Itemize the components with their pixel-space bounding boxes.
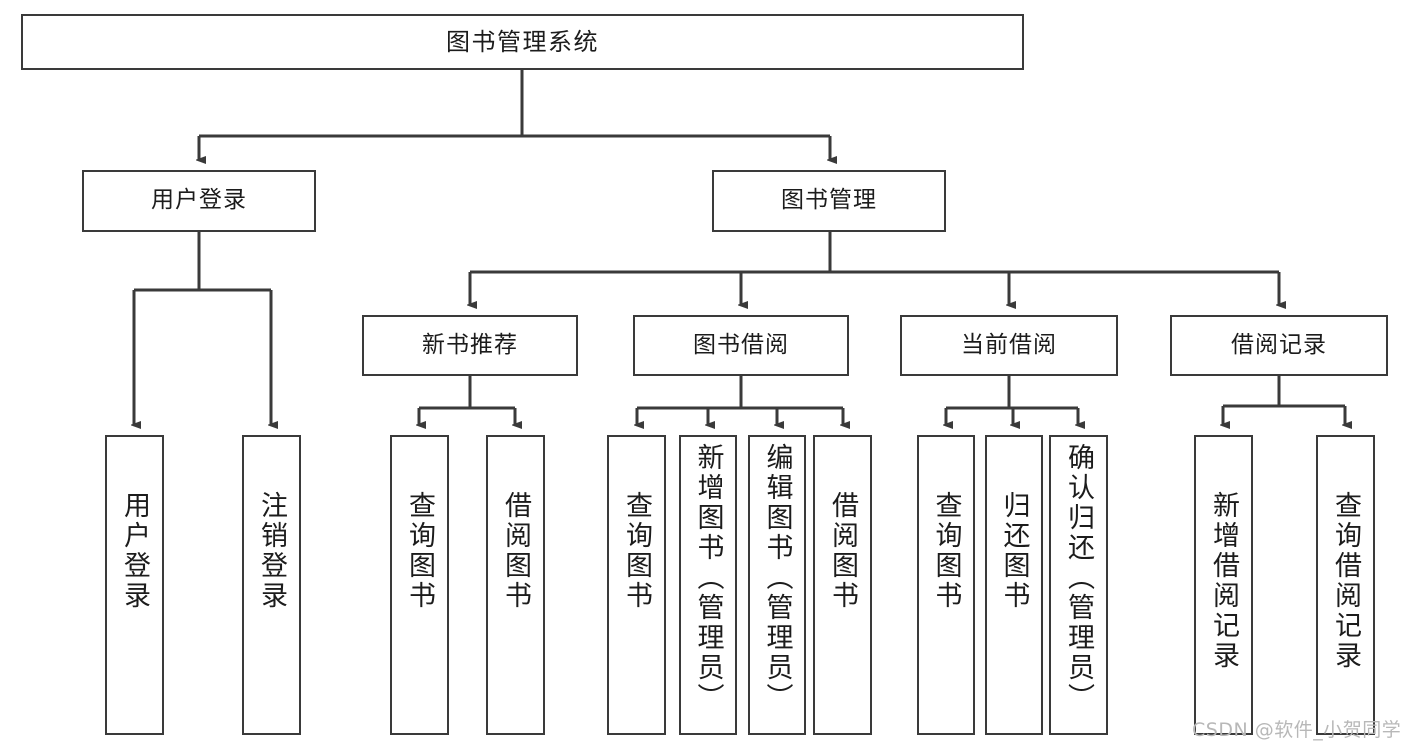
node-root-book-management-system[interactable]: 图书管理系统 bbox=[21, 14, 1024, 70]
leaf-new-book-borrow[interactable]: 借阅图书 bbox=[486, 435, 545, 735]
node-label: 借阅图书 bbox=[827, 491, 858, 611]
leaf-borrow-record-query[interactable]: 查询借阅记录 bbox=[1316, 435, 1375, 735]
node-label: 查询图书 bbox=[621, 491, 652, 611]
node-label: 当前借阅 bbox=[961, 331, 1057, 358]
leaf-current-borrow-confirm-return[interactable]: 确认归还（管理员） bbox=[1049, 435, 1108, 735]
leaf-borrow-record-add[interactable]: 新增借阅记录 bbox=[1194, 435, 1253, 735]
leaf-new-book-query[interactable]: 查询图书 bbox=[390, 435, 449, 735]
leaf-current-borrow-return[interactable]: 归还图书 bbox=[985, 435, 1043, 735]
node-label: 查询图书 bbox=[930, 491, 962, 611]
node-label: 图书借阅 bbox=[693, 331, 789, 358]
node-current-borrow[interactable]: 当前借阅 bbox=[900, 315, 1118, 376]
leaf-book-borrow-add[interactable]: 新增图书（管理员） bbox=[679, 435, 737, 735]
csdn-watermark: CSDN @软件_小贺同学 bbox=[1192, 719, 1402, 741]
node-label: 用户登录 bbox=[151, 187, 247, 214]
node-book-management[interactable]: 图书管理 bbox=[712, 170, 946, 232]
leaf-book-borrow-query[interactable]: 查询图书 bbox=[607, 435, 666, 735]
node-label: 编辑图书（管理员） bbox=[761, 443, 793, 713]
node-label: 图书管理系统 bbox=[446, 27, 599, 56]
node-new-book-recommend[interactable]: 新书推荐 bbox=[362, 315, 578, 376]
node-user-login[interactable]: 用户登录 bbox=[82, 170, 316, 232]
node-label: 图书管理 bbox=[781, 187, 877, 214]
node-label: 确认归还（管理员） bbox=[1063, 443, 1094, 713]
node-label: 查询图书 bbox=[404, 491, 435, 611]
node-label: 用户登录 bbox=[119, 491, 150, 611]
leaf-book-borrow-edit[interactable]: 编辑图书（管理员） bbox=[748, 435, 806, 735]
node-label: 注销登录 bbox=[256, 491, 287, 611]
node-label: 查询借阅记录 bbox=[1330, 491, 1361, 671]
node-label: 新增借阅记录 bbox=[1208, 491, 1239, 671]
node-label: 新书推荐 bbox=[422, 331, 518, 358]
node-label: 借阅记录 bbox=[1231, 331, 1327, 358]
node-label: 归还图书 bbox=[998, 491, 1030, 611]
node-book-borrow[interactable]: 图书借阅 bbox=[633, 315, 849, 376]
node-label: 借阅图书 bbox=[500, 491, 531, 611]
node-borrow-record[interactable]: 借阅记录 bbox=[1170, 315, 1388, 376]
leaf-user-login-signin[interactable]: 用户登录 bbox=[105, 435, 164, 735]
node-label: 新增图书（管理员） bbox=[692, 443, 724, 713]
leaf-current-borrow-query[interactable]: 查询图书 bbox=[917, 435, 975, 735]
leaf-book-borrow-borrow[interactable]: 借阅图书 bbox=[813, 435, 872, 735]
leaf-user-login-logout[interactable]: 注销登录 bbox=[242, 435, 301, 735]
